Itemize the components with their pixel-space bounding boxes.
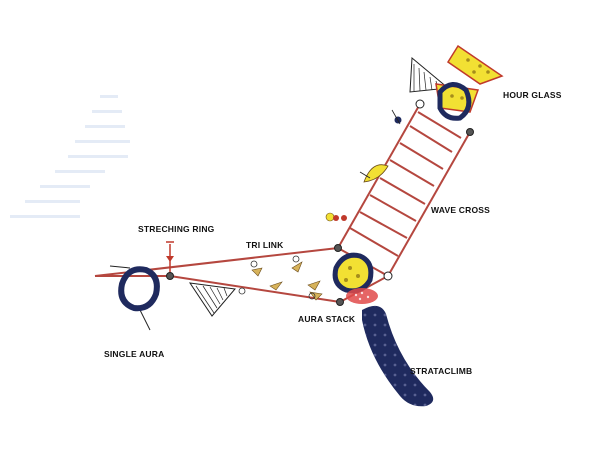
label-hour-glass: HOUR GLASS	[503, 90, 562, 100]
climbing-holds	[325, 109, 402, 222]
label-aura-stack: AURA STACK	[298, 314, 356, 324]
label-strataclimb: STRATACLIMB	[410, 366, 473, 376]
label-streching-ring: STRECHING RING	[138, 224, 215, 234]
tri-link-triangles	[251, 261, 323, 301]
streching-ring	[166, 241, 174, 276]
strataclimb	[362, 305, 434, 407]
hour-glass	[435, 44, 504, 121]
single-aura	[109, 265, 160, 331]
label-tri-link: TRI LINK	[246, 240, 284, 250]
label-single-aura: SINGLE AURA	[104, 349, 165, 359]
label-wave-cross: WAVE CROSS	[431, 205, 490, 215]
aura-stack	[332, 252, 378, 304]
link-rings	[238, 255, 316, 300]
joint-nodes	[166, 99, 474, 306]
pennant-net-low	[188, 282, 236, 317]
background-panel	[10, 95, 130, 218]
wave-cross-ladder	[349, 111, 462, 257]
